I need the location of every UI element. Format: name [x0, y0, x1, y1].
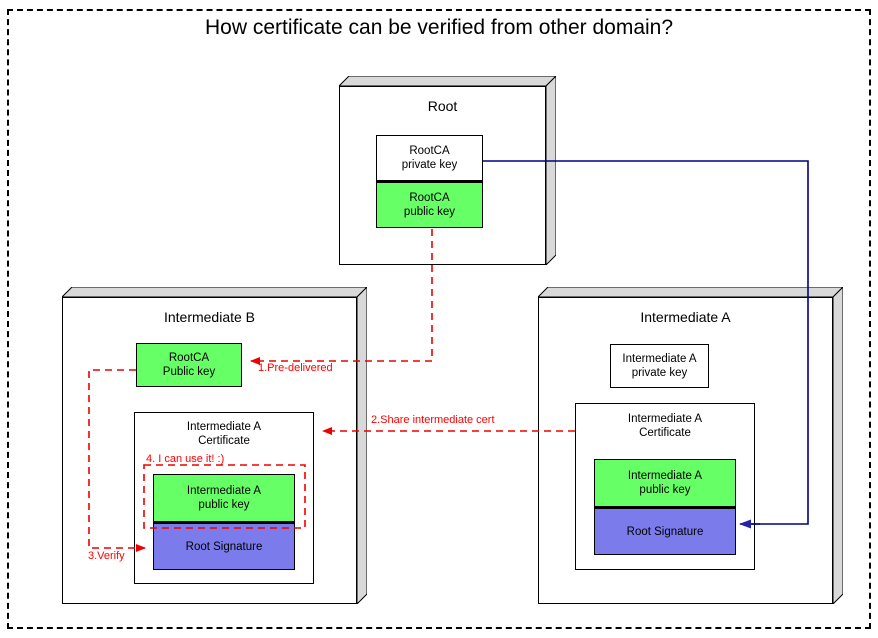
page-title: How certificate can be verified from oth… [204, 16, 674, 39]
flow-4-label: 4. I can use it! :) [146, 453, 225, 465]
flow-3-label: 3.Verify [88, 550, 125, 562]
a-root-signature-box: Root Signature [594, 507, 736, 555]
outer-dashed-frame [7, 9, 871, 629]
a-intermediate-a-private-key-box: Intermediate A private key [610, 344, 709, 388]
a-certificate-title: Intermediate A Certificate [627, 413, 703, 439]
rootca-private-key-box: RootCA private key [376, 135, 483, 181]
root-box-label: Root [427, 98, 458, 114]
flow-2-label: 2.Share intermediate cert [371, 414, 495, 426]
intermediate-a-box-label: Intermediate A [640, 309, 731, 325]
b-certificate-title: Intermediate A Certificate [186, 421, 262, 447]
b-root-signature-box: Root Signature [153, 522, 295, 570]
flow-1-label: 1.Pre-delivered [258, 362, 333, 374]
a-intermediate-a-public-key-box: Intermediate A public key [594, 459, 736, 507]
intermediate-b-box-label: Intermediate B [163, 309, 256, 325]
b-intermediate-a-public-key-box: Intermediate A public key [153, 474, 295, 522]
rootca-public-key-box: RootCA public key [376, 181, 483, 228]
b-rootca-public-key-box: RootCA Public key [136, 343, 242, 387]
